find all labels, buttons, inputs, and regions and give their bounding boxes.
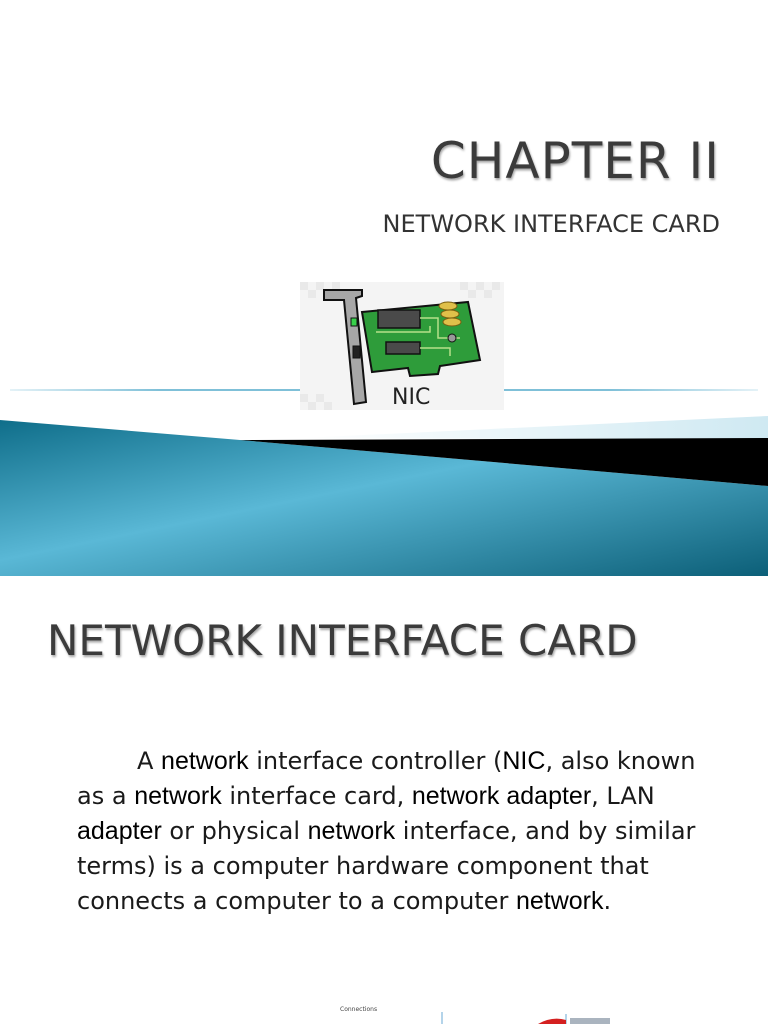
text-run: , LAN [591,782,655,810]
keyword-adapter: adapter [77,817,162,845]
text-run: interface, and by similar terms) is a co… [77,817,696,915]
chapter-title: CHAPTER II [430,132,720,190]
text-run: . [603,887,612,915]
text-run: or physical [161,817,308,845]
decorative-banner [0,416,768,576]
keyword-network-adapter: network adapter [411,782,592,810]
keyword-nic: NIC [502,747,546,775]
nic-card-illustration: NIC [300,282,504,410]
text-run: , also known as a [77,747,696,810]
text-run: interface controller ( [248,747,503,775]
chapter-subtitle: NETWORK INTERFACE CARD [382,210,720,238]
keyword-network: network [161,747,249,775]
definition-paragraph: A network interface controller (NIC, als… [77,744,717,919]
slide-title-page: CHAPTER II NETWORK INTERFACE CARD [0,132,768,576]
text-run: interface card, [221,782,412,810]
slide-title: NETWORK INTERFACE CARD [47,616,638,665]
slide-definition: NETWORK INTERFACE CARD A network interfa… [0,576,768,1024]
connections-figure [441,1012,610,1024]
text-run: A [137,747,162,775]
figure-caption: Connections [340,1006,378,1013]
keyword-network: network [515,887,604,915]
nic-label: NIC [392,385,430,410]
keyword-network: network [307,817,396,845]
keyword-network: network [134,782,222,810]
